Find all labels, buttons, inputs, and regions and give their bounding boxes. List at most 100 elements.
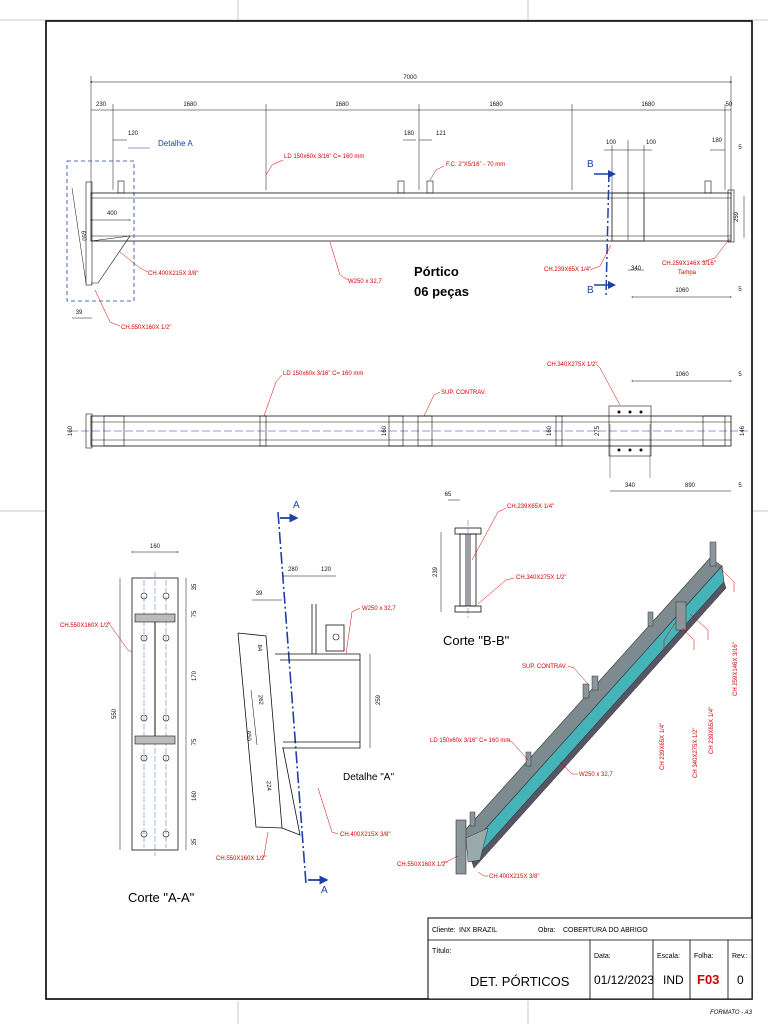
plan-dim-340: 340 xyxy=(625,483,636,489)
det-dim-650: 650 xyxy=(245,731,252,742)
plan-dim-5-top: 5 xyxy=(738,372,742,378)
dim-120-top: 120 xyxy=(128,131,139,137)
section-b-bottom-label: B xyxy=(587,285,594,296)
iso-label-ch340: CH 340X275X 1/2" xyxy=(693,728,699,779)
corte-bb-title: Corte "B-B" xyxy=(443,633,510,648)
det-dim-84: 84 xyxy=(256,644,262,652)
span-dim-1: 230 xyxy=(96,102,107,108)
dim-180-top-a: 180 xyxy=(404,131,415,137)
tb-data-label: Data: xyxy=(594,953,611,960)
tb-rev-label: Rev.: xyxy=(732,953,748,960)
iso-label-ch239-a: CH 239X65X 1/4" xyxy=(660,723,666,770)
det-label-ch550: CH.550X160X 1/2" xyxy=(216,856,267,862)
det-dim-259: 259 xyxy=(376,694,382,705)
plan-label-ch340: CH.340X275X 1/2" xyxy=(547,362,598,368)
tb-cliente-value: INX BRAZIL xyxy=(459,927,497,934)
aa-dim-width: 160 xyxy=(150,544,161,550)
tb-escala-value: IND xyxy=(663,973,684,987)
label-ch239-main: CH.239X65X 1/4" xyxy=(544,267,591,273)
bb-dim-65: 65 xyxy=(445,492,452,498)
bb-label-ch340: CH.340X275X 1/2" xyxy=(516,575,567,581)
det-dim-39: 39 xyxy=(256,591,263,597)
section-a-cutline xyxy=(277,511,307,885)
dim-39: 39 xyxy=(76,310,83,316)
det-dim-224: 224 xyxy=(265,781,272,792)
iso-label-sup: SUP. CONTRAV. xyxy=(522,664,567,670)
detalhe-a-view: A A 39 280 120 84 262 650 224 259 xyxy=(216,500,396,896)
label-tampa: Tampa xyxy=(678,270,697,276)
dim-650: 650 xyxy=(79,230,86,241)
iso-label-ch550: CH.550X160X 1/2" xyxy=(397,862,448,868)
dim-5-right: 5 xyxy=(738,287,742,293)
aa-dim-170: 170 xyxy=(192,670,198,681)
dim-5-top: 5 xyxy=(738,145,742,151)
span-dim-5: 1680 xyxy=(641,102,655,108)
right-end-cap xyxy=(727,189,735,243)
detail-a-box xyxy=(66,160,135,302)
section-b-top-label: B xyxy=(587,159,594,170)
dim-340: 340 xyxy=(631,266,642,272)
aa-label-ch550: CH.550X160X 1/2" xyxy=(60,623,111,629)
iso-label-w250: W250 x 32,7 xyxy=(579,772,613,778)
bb-label-ch239: CH.239X65X 1/4" xyxy=(507,504,554,510)
iso-beam-top xyxy=(457,557,723,847)
tb-cliente-label: Cliente: xyxy=(432,927,456,934)
label-fc-main: F.C. 2"X5/16" - 70 mm xyxy=(446,162,505,168)
dim-180-top-b: 180 xyxy=(712,138,723,144)
tb-escala-label: Escala: xyxy=(657,953,680,960)
iso-label-ch259: CH 259X146X 3/16" xyxy=(733,642,739,696)
label-ch259-main: CH.259X146X 3/16" xyxy=(662,261,716,267)
dim-259: 259 xyxy=(734,211,740,222)
det-dim-262: 262 xyxy=(257,695,264,706)
corte-aa-view: 160 35 75 170 75 160 35 550 CH.55 xyxy=(60,544,198,905)
span-dim-4: 1680 xyxy=(489,102,503,108)
portico-title: Pórtico xyxy=(414,264,459,279)
tb-folha-label: Folha: xyxy=(694,953,714,960)
drawing-border xyxy=(45,20,753,1000)
plan-label-ld: LD 150x60x 3/16" C= 160 mm xyxy=(283,371,363,377)
span-dim-6: 50 xyxy=(726,102,733,108)
span-dim-2: 1680 xyxy=(183,102,197,108)
det-dim-120: 120 xyxy=(321,567,332,573)
det-dim-280: 280 xyxy=(288,567,299,573)
portico-quantity: 06 peças xyxy=(414,284,469,299)
tb-folha-value: F03 xyxy=(697,972,719,987)
plan-label-sup: SUP. CONTRAV. xyxy=(441,390,486,396)
corte-aa-title: Corte "A-A" xyxy=(128,890,195,905)
tb-obra-label: Obra: xyxy=(538,927,556,934)
plan-dim-890: 890 xyxy=(685,483,696,489)
dim-121-top: 121 xyxy=(436,131,447,137)
section-b-cutline xyxy=(605,171,610,296)
left-end-plate xyxy=(85,181,93,286)
format-label: FORMATO - A3 xyxy=(710,1010,753,1016)
dim-1060: 1060 xyxy=(675,288,689,294)
detalhe-a-title: Detalhe "A" xyxy=(343,772,394,783)
dim-400: 400 xyxy=(107,211,118,217)
span-dim-3: 1680 xyxy=(335,102,349,108)
plan-view: 1060 5 160 160 160 275 146 340 890 5 LD … xyxy=(68,362,748,492)
iso-label-ld: LD 150x60x 3/16" C= 160 mm xyxy=(430,738,510,744)
iso-label-ch239-b: CH 239X65X 1/4" xyxy=(709,707,715,754)
label-ch400-main: CH.400X215X 3/8" xyxy=(148,271,199,277)
tb-obra-value: COBERTURA DO ABRIGO xyxy=(563,927,648,934)
left-gusset xyxy=(90,235,131,284)
main-elevation-view: 7000 230 1680 1680 1680 1680 50 xyxy=(66,75,745,331)
aa-dim-total: 550 xyxy=(112,708,118,719)
aa-dim-35-top: 35 xyxy=(192,583,198,590)
plan-dim-146: 146 xyxy=(740,425,746,436)
corte-bb-view: 65 239 CH.239X65X 1/4" CH.340X275X 1/2" … xyxy=(433,492,567,648)
beam-elevation xyxy=(90,192,732,242)
detail-a-label: Detalhe A xyxy=(158,139,193,148)
tb-rev-value: 0 xyxy=(737,973,744,987)
section-a-bottom-label: A xyxy=(321,885,328,896)
dim-100-a: 100 xyxy=(606,140,617,146)
plan-dim-160-a: 160 xyxy=(68,425,74,436)
label-w250-main: W250 x 32,7 xyxy=(348,279,382,285)
plan-dim-275: 275 xyxy=(595,425,601,436)
aa-dim-160: 160 xyxy=(192,790,198,801)
tb-titulo-value: DET. PÓRTICOS xyxy=(470,974,570,989)
plan-dim-160-b: 160 xyxy=(382,425,388,436)
plan-dim-160-c: 160 xyxy=(547,425,553,436)
